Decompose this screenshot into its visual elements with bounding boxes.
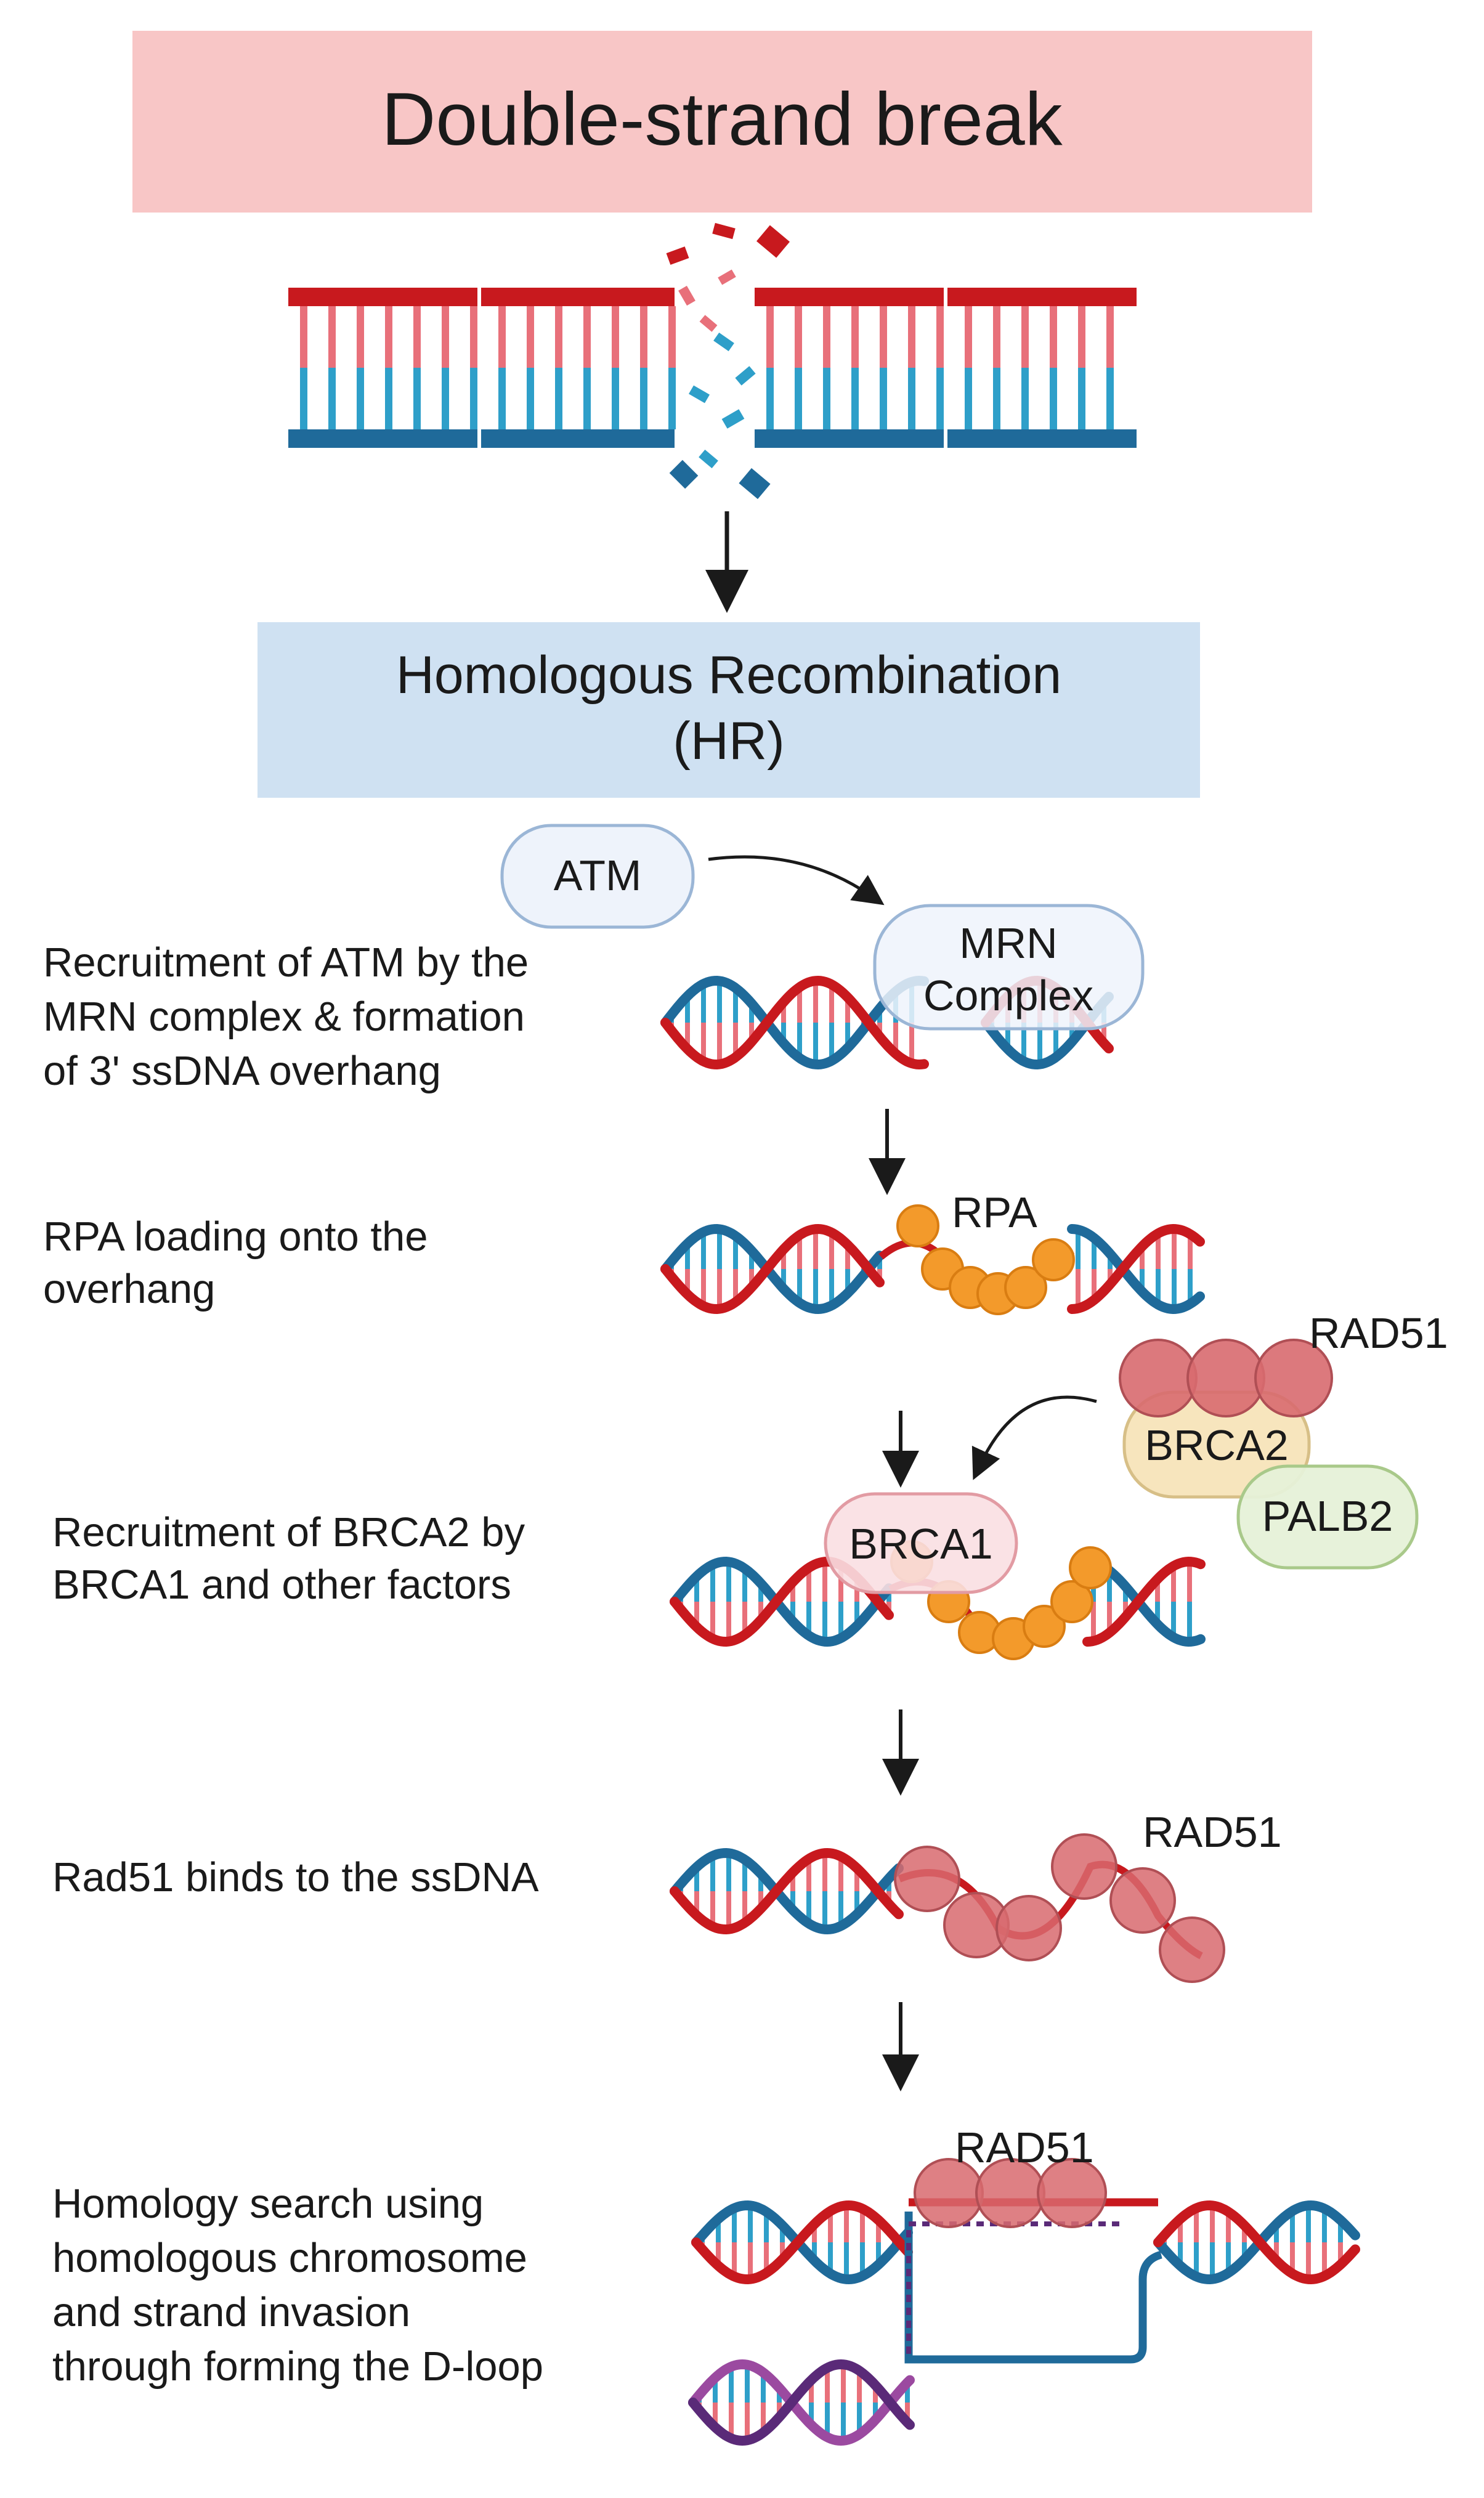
svg-text:MRN: MRN: [959, 919, 1057, 967]
rpa-label: RPA: [952, 1188, 1037, 1236]
broken-dna-ladder: [288, 222, 1137, 500]
svg-text:and strand invasion: and strand invasion: [52, 2289, 410, 2335]
svg-text:Homology search using: Homology search using: [52, 2181, 484, 2227]
hr-box: Homologous Recombination (HR): [257, 622, 1200, 798]
curved-arrow-icon: [708, 855, 885, 906]
step-text-2: RPA loading onto the overhang: [43, 1214, 428, 1312]
svg-text:RPA loading onto the: RPA loading onto the: [43, 1214, 428, 1260]
hr-title-line1: Homologous Recombination: [396, 646, 1061, 705]
step-text-5: Homology search using homologous chromos…: [52, 2181, 543, 2390]
svg-text:Recruitment of BRCA2 by: Recruitment of BRCA2 by: [52, 1509, 525, 1555]
mrn-complex-box: MRN Complex: [873, 904, 1145, 1031]
rad51-label: RAD51: [1309, 1309, 1448, 1357]
svg-text:ATM: ATM: [554, 851, 642, 899]
rad51-filament: [914, 2158, 1107, 2228]
svg-text:PALB2: PALB2: [1262, 1492, 1393, 1540]
svg-text:Recruitment of ATM by the: Recruitment of ATM by the: [43, 939, 529, 986]
page-title: Double-strand break: [381, 77, 1063, 161]
svg-text:MRN complex & formation: MRN complex & formation: [43, 994, 525, 1040]
rpa-beads: [896, 1204, 1075, 1315]
curved-arrow-icon: [971, 1395, 1097, 1480]
atm-box: ATM: [500, 824, 695, 929]
rad51-filament: [894, 1833, 1225, 1983]
brca1-box: BRCA1: [824, 1492, 1018, 1594]
svg-text:Rad51 binds to the ssDNA: Rad51 binds to the ssDNA: [52, 1854, 539, 1900]
svg-text:homologous chromosome: homologous chromosome: [52, 2235, 527, 2281]
brca2-complex: BRCA2 PALB2: [1119, 1339, 1419, 1570]
svg-text:overhang: overhang: [43, 1266, 215, 1312]
step-text-4: Rad51 binds to the ssDNA: [52, 1854, 539, 1900]
rad51-label: RAD51: [1143, 1808, 1282, 1856]
rad51-label: RAD51: [955, 2123, 1094, 2172]
d-loop: [904, 2212, 1163, 2364]
svg-text:BRCA1 and other factors: BRCA1 and other factors: [52, 1562, 511, 1608]
svg-text:through forming the D-loop: through forming the D-loop: [52, 2343, 543, 2390]
svg-text:of 3' ssDNA overhang: of 3' ssDNA overhang: [43, 1048, 441, 1094]
hr-title-line2: (HR): [673, 712, 785, 771]
svg-text:BRCA2: BRCA2: [1145, 1421, 1288, 1469]
homologous-chromosome: [688, 2359, 915, 2446]
svg-text:BRCA1: BRCA1: [849, 1520, 992, 1568]
svg-text:Complex: Complex: [923, 971, 1093, 1020]
title-box: Double-strand break: [132, 31, 1312, 213]
step-text-3: Recruitment of BRCA2 by BRCA1 and other …: [52, 1509, 525, 1608]
step-text-1: Recruitment of ATM by the MRN complex & …: [43, 939, 529, 1094]
